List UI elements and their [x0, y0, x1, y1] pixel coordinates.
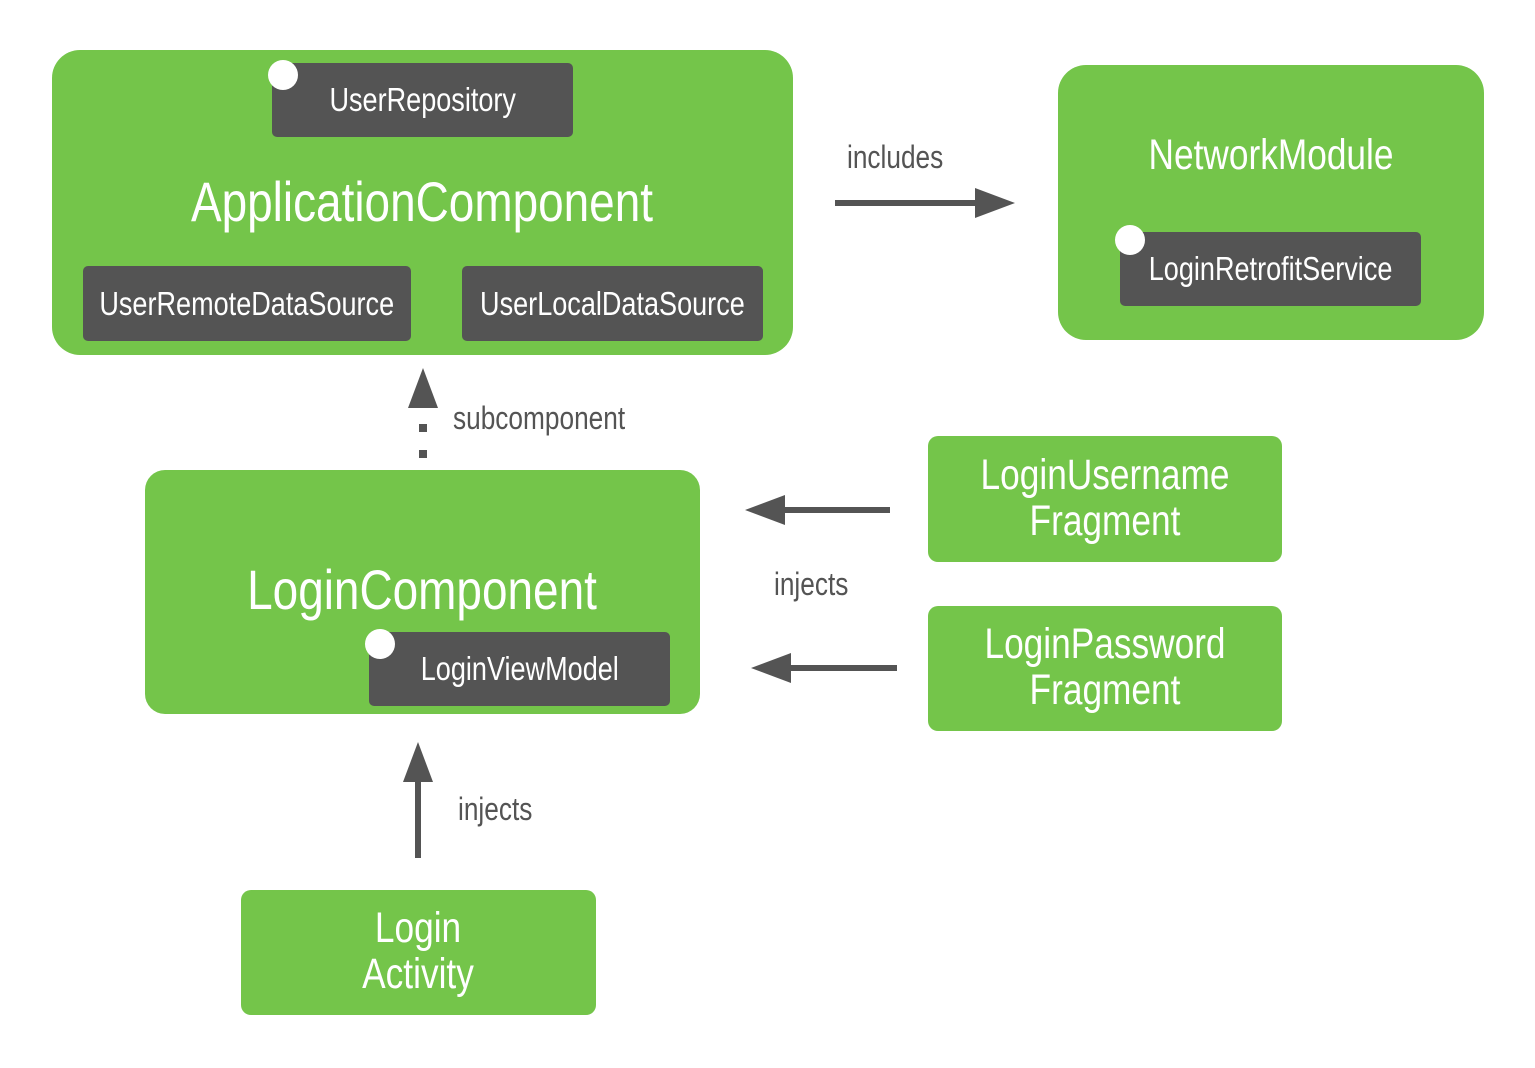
includes-label: includes [847, 139, 944, 175]
title-line: LoginUsername [980, 451, 1230, 499]
user-remote-data-source-binding: UserRemoteDataSource [83, 266, 411, 341]
password-fragment-injects-arrow [751, 653, 897, 683]
title-line: LoginPassword [984, 620, 1226, 668]
exposed-binding-dot-icon [365, 629, 395, 659]
username-fragment-injects-arrow [745, 495, 890, 525]
binding-label: LoginViewModel [420, 650, 619, 687]
injects-activity-label: injects [458, 791, 533, 827]
application-component-title: ApplicationComponent [190, 170, 654, 233]
binding-label: UserLocalDataSource [480, 284, 745, 322]
user-repository-binding: UserRepository [272, 63, 573, 137]
activity-injects-arrow [403, 742, 433, 858]
title-line: Fragment [1029, 666, 1181, 714]
title-line: Activity [362, 950, 474, 998]
binding-label: UserRepository [329, 81, 516, 118]
login-username-fragment-box [928, 436, 1282, 562]
network-module-title: NetworkModule [1148, 131, 1394, 179]
login-activity-box [241, 890, 596, 1015]
login-retrofit-service-binding: LoginRetrofitService [1120, 232, 1421, 306]
subcomponent-arrow [408, 368, 438, 458]
title-line: Fragment [1029, 497, 1181, 545]
user-local-data-source-binding: UserLocalDataSource [462, 266, 763, 341]
binding-label: LoginRetrofitService [1148, 250, 1393, 287]
subcomponent-label: subcomponent [453, 400, 626, 436]
includes-arrow [835, 188, 1015, 218]
exposed-binding-dot-icon [1115, 225, 1145, 255]
injects-fragments-label: injects [774, 566, 849, 602]
login-view-model-binding: LoginViewModel [369, 632, 670, 706]
binding-label: UserRemoteDataSource [99, 284, 395, 322]
exposed-binding-dot-icon [268, 60, 298, 90]
login-password-fragment-box [928, 606, 1282, 731]
login-component-title: LoginComponent [247, 558, 597, 621]
title-line: Login [374, 904, 462, 952]
